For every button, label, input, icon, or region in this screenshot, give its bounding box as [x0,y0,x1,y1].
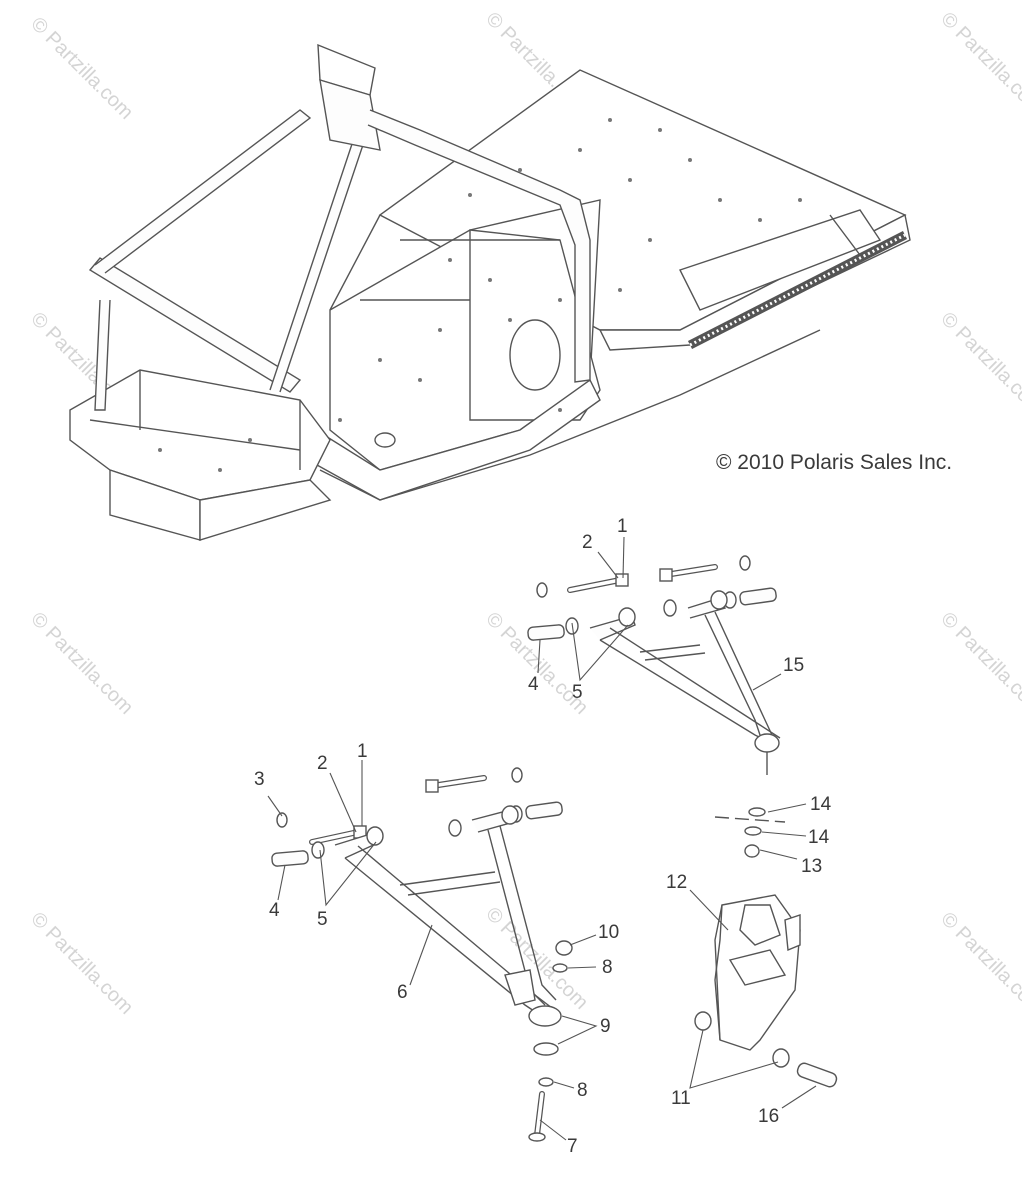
upper-bolt-left [567,573,629,593]
lower-washer-8-top [552,963,568,973]
callout-6: 6 [397,982,408,1003]
lower-ball-joint [528,1005,562,1027]
watermark: © Partzilla.com [26,908,137,1019]
callout-14-top: 14 [810,794,832,815]
callout-8-top: 8 [602,957,613,978]
callout-16: 16 [758,1106,779,1127]
watermark: © Partzilla.com [936,8,1022,119]
lower-sleeve-right [525,801,563,820]
callout-10: 10 [598,922,619,943]
spindle [694,894,838,1088]
callout-7: 7 [567,1136,578,1157]
washer-upper [748,807,766,817]
spindle-bushing-right [772,1048,790,1068]
callout-11: 11 [671,1088,691,1109]
upper-bushing-right [663,599,677,617]
watermark: © Partzilla.com [26,13,137,124]
upper-bolt-right [659,564,718,582]
callout-8-bottom: 8 [577,1080,588,1101]
upper-ball-joint [754,733,780,753]
spindle-bushing-left [694,1011,712,1031]
nut-13 [744,844,760,858]
upper-sleeve-left [527,624,565,641]
lower-nut-10 [555,940,573,956]
leader-lines [267,536,817,1141]
upper-nut-right [739,555,751,571]
washer-lower [744,826,762,836]
callout-labels: 1 2 4 5 15 14 14 13 12 3 2 1 4 5 10 8 6 … [254,516,832,1157]
lower-bolt-right [425,775,487,793]
lower-a-arm-assembly [271,767,573,1142]
lower-sleeve-left [271,850,309,867]
upper-sleeve-right [739,587,777,606]
callout-4-upper: 4 [528,674,539,695]
upper-nut-left [536,582,548,598]
spindle-sleeve [796,1062,838,1088]
lower-nut-right [511,767,523,783]
callout-14-bottom: 14 [808,827,830,848]
callout-5-upper: 5 [572,682,583,703]
lower-nut-left [276,812,288,828]
callout-1-upper: 1 [617,516,628,537]
callout-13: 13 [801,856,822,877]
callout-1-lower: 1 [357,741,368,762]
watermark: © Partzilla.com [936,608,1022,719]
callout-9: 9 [600,1016,611,1037]
watermark: © Partzilla.com [936,908,1022,1019]
lower-bolt-left [309,825,367,845]
pivot-bolt-7 [528,1091,546,1142]
callout-2-upper: 2 [582,532,593,553]
lower-bushing-right [448,819,462,837]
chassis-frame [69,43,911,541]
watermark: © Partzilla.com [26,608,137,719]
callout-15: 15 [783,655,804,676]
lower-washer-8-bottom [538,1077,554,1087]
watermark: © Partzilla.com [936,308,1022,419]
callout-12: 12 [666,872,687,893]
callout-3: 3 [254,769,265,790]
callout-4-lower: 4 [269,900,280,921]
copyright-notice: © 2010 Polaris Sales Inc. [716,451,952,474]
upper-a-arm-assembly [527,555,781,775]
callout-2-lower: 2 [317,753,328,774]
callout-5-lower: 5 [317,909,328,930]
lower-bushing-left [311,841,325,859]
snap-ring-9 [533,1042,559,1056]
